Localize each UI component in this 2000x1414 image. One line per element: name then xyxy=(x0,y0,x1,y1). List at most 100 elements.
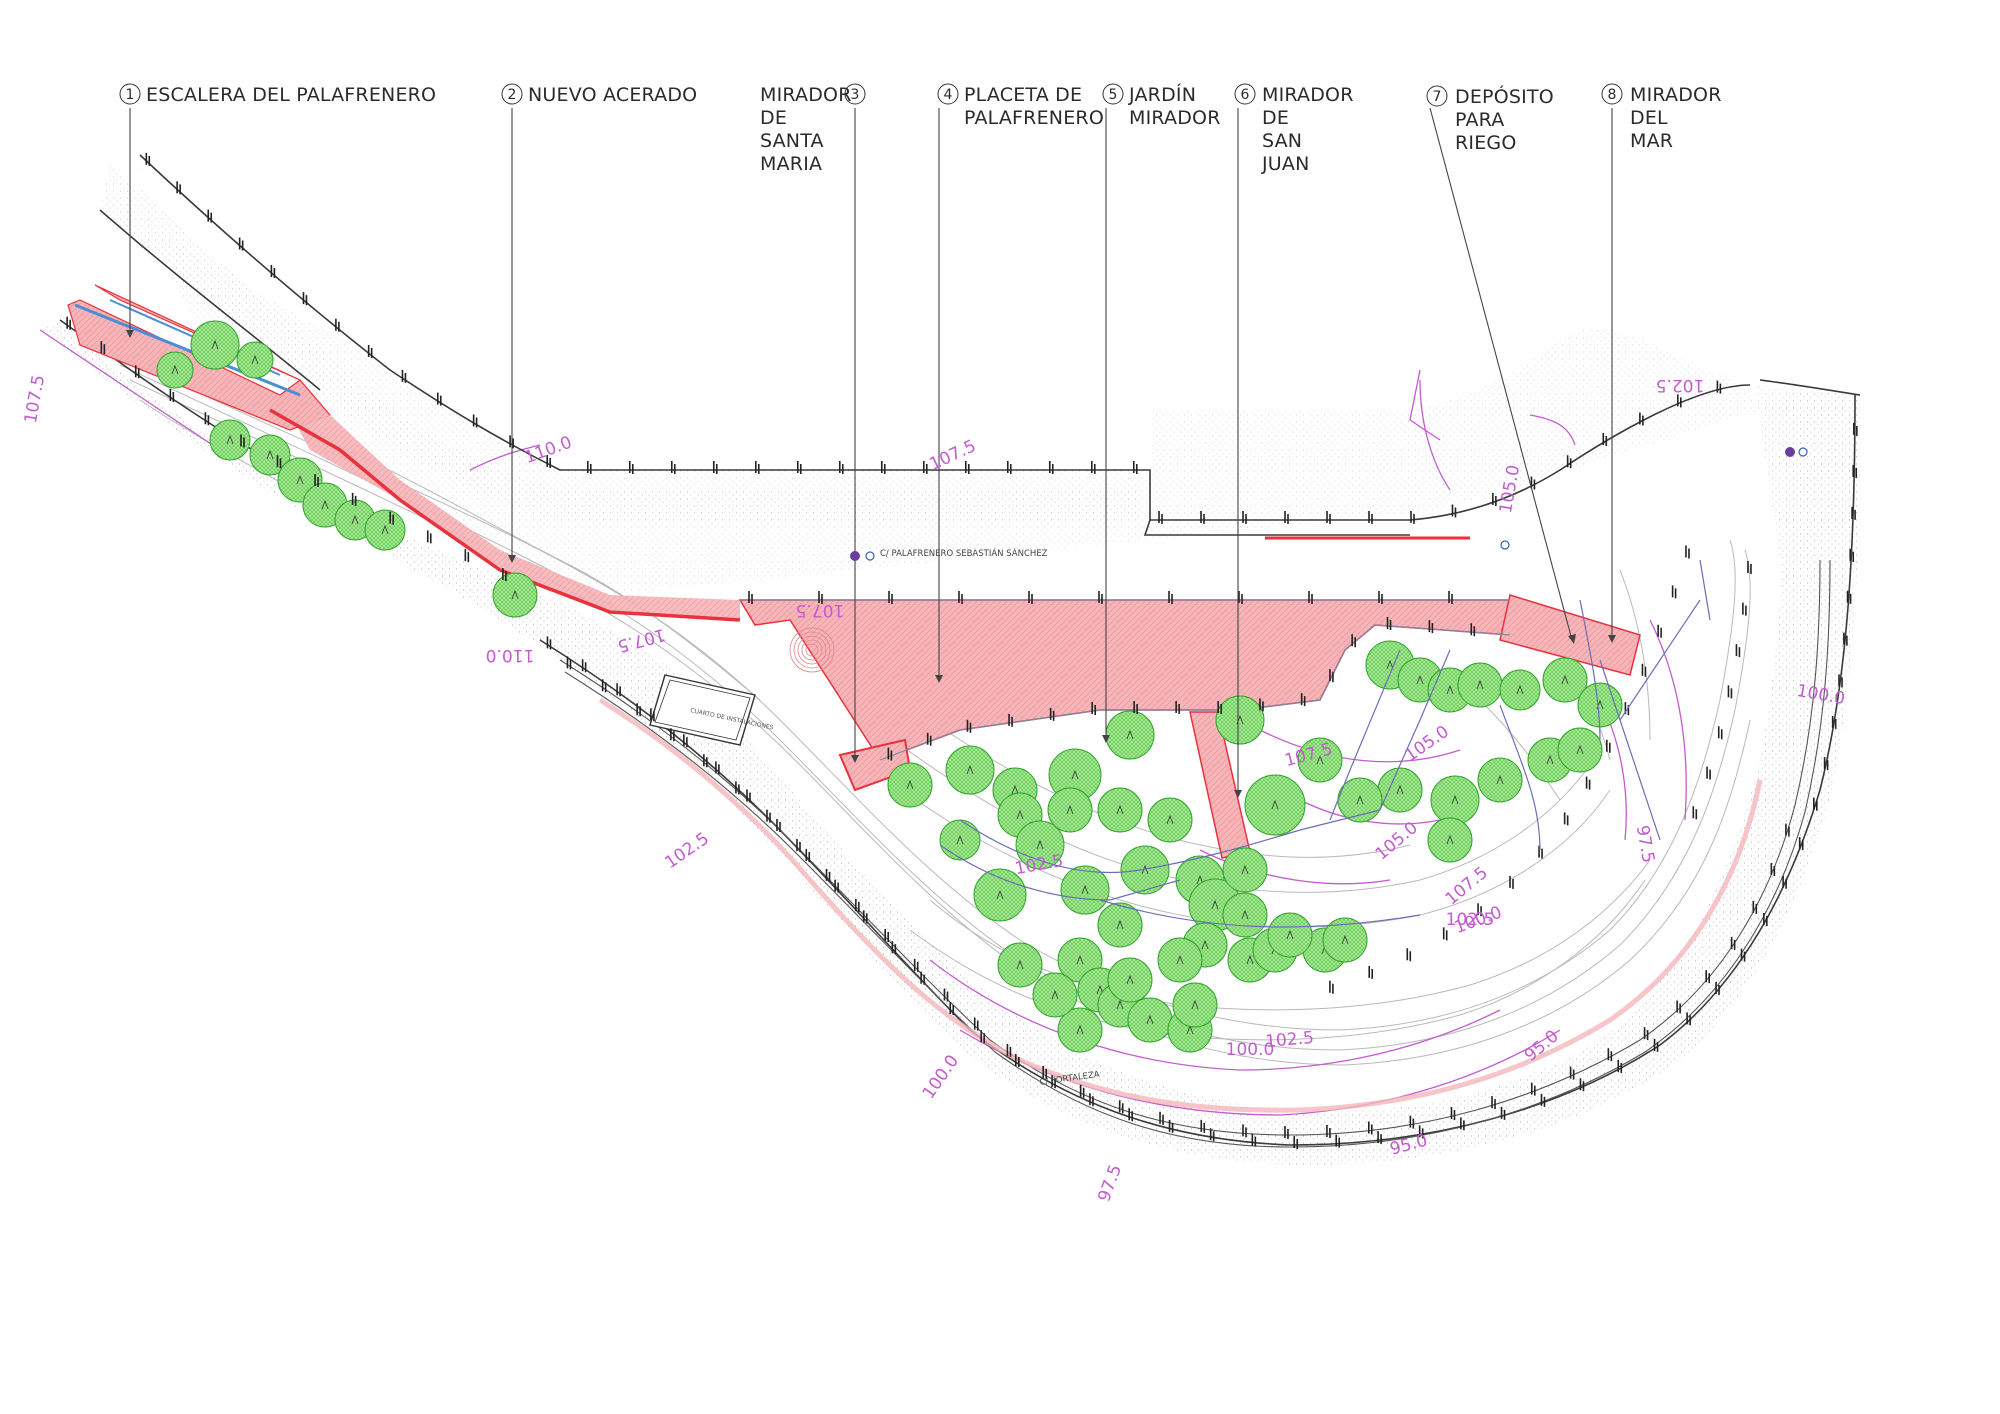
tree-trunk-icon xyxy=(1201,939,1209,950)
handrail-post-icon xyxy=(1378,591,1383,604)
handrail-post-icon xyxy=(1451,504,1457,518)
handrail-post-icon xyxy=(240,434,245,448)
handrail-posts xyxy=(66,152,1858,1149)
handrail-post-icon xyxy=(1846,590,1852,604)
tree-trunk-icon xyxy=(1211,899,1219,910)
handrail-post-icon xyxy=(1442,927,1448,941)
handrail-post-icon xyxy=(1692,806,1698,820)
handrail-post-icon xyxy=(766,809,771,823)
handrail-post-icon xyxy=(1091,701,1097,715)
contour-elevation-label: 102.5 xyxy=(661,829,712,873)
contour-elevation-label: 97.5 xyxy=(1094,1162,1126,1204)
handrail-post-icon xyxy=(145,152,151,166)
handrail-post-icon xyxy=(1284,1125,1289,1139)
installation-room: CUARTO DE INSTALACIONES xyxy=(649,674,774,746)
handrail-post-icon xyxy=(1418,1125,1424,1139)
callout-label: NUEVO ACERADO xyxy=(528,84,697,106)
tree-trunk-icon xyxy=(1116,999,1124,1010)
handrail-post-icon xyxy=(1686,1012,1691,1026)
handrail-post-icon xyxy=(1251,1133,1257,1147)
handrail-post-icon xyxy=(1676,1000,1681,1014)
tree-trunk-icon xyxy=(1576,744,1584,755)
handrail-post-icon xyxy=(1849,548,1855,562)
tree-symbol-icon xyxy=(1060,865,1110,915)
handrail-post-icon xyxy=(1785,823,1790,837)
handrail-post-icon xyxy=(650,708,655,722)
handrail-post-icon xyxy=(66,316,71,330)
handrail-post-icon xyxy=(1671,585,1677,599)
tree-trunk-icon xyxy=(1356,794,1364,805)
tree-trunk-icon xyxy=(1516,684,1524,695)
handrail-post-icon xyxy=(1730,936,1736,950)
handrail-post-icon xyxy=(314,474,319,488)
handrail-post-icon xyxy=(1006,461,1012,474)
handrail-post-icon xyxy=(1657,624,1662,638)
tree-trunk-icon xyxy=(1561,674,1569,685)
handrail-post-icon xyxy=(628,461,634,474)
handrail-post-icon xyxy=(351,492,357,506)
tree-trunk-icon xyxy=(1096,984,1104,995)
callout-circle-icon xyxy=(119,83,141,105)
callout-circle-icon xyxy=(1102,83,1124,105)
trees xyxy=(156,320,1623,1053)
handrail-post-icon xyxy=(670,728,675,742)
tree-trunk-icon xyxy=(1476,679,1484,690)
tree-symbol-icon xyxy=(973,868,1027,922)
tree-symbol-icon xyxy=(1222,892,1268,938)
callout-label: DEPÓSITO xyxy=(1455,84,1554,108)
tree-trunk-icon xyxy=(1246,954,1254,965)
handrail-post-icon xyxy=(1300,693,1306,707)
handrail-post-icon xyxy=(270,264,276,278)
callout-circle-icon xyxy=(937,83,959,105)
callout-circle-icon xyxy=(844,83,866,105)
tree-symbol-icon xyxy=(1244,774,1306,836)
handrail-post-icon xyxy=(276,455,282,469)
handrail-post-icon xyxy=(958,591,963,604)
handrail-post-icon xyxy=(1742,602,1747,616)
tree-trunk-icon xyxy=(1036,839,1044,850)
callout-4: 4 PLACETA DE PALAFRENERO xyxy=(937,83,1104,129)
tree-trunk-icon xyxy=(1071,769,1079,780)
contour-elevation-label: 107.5 xyxy=(615,624,667,656)
callout-number: 6 xyxy=(1241,87,1250,103)
handrail-post-icon xyxy=(1641,663,1647,677)
callout-number: 2 xyxy=(508,87,517,103)
tree-trunk-icon xyxy=(1141,864,1149,875)
tree-symbol-icon xyxy=(887,762,933,808)
handrail-post-icon xyxy=(1538,845,1543,859)
handrail-post-icon xyxy=(1715,981,1720,995)
handrail-post-icon xyxy=(1042,1065,1047,1079)
handrail-post-icon xyxy=(1717,726,1723,740)
accessibility-icons xyxy=(850,447,1808,561)
callout-circle-icon xyxy=(1234,83,1256,105)
handrail-post-icon xyxy=(926,732,932,746)
info-icon xyxy=(1500,540,1510,550)
handrail-post-icon xyxy=(1831,715,1837,729)
tree-symbol-icon xyxy=(209,419,251,461)
handrail-post-icon xyxy=(1838,674,1843,688)
handrail-post-icon xyxy=(509,435,514,449)
handrail-post-icon xyxy=(1813,797,1818,811)
handrail-post-icon xyxy=(1351,634,1356,648)
handrail-post-icon xyxy=(581,659,587,673)
handrail-post-icon xyxy=(1329,980,1334,994)
handrail-post-icon xyxy=(796,839,801,853)
handrail-post-icon xyxy=(776,819,781,833)
callout-number: 7 xyxy=(1433,89,1442,105)
handrail-post-icon xyxy=(884,928,889,942)
handrail-post-icon xyxy=(880,461,886,474)
callout-circle-icon xyxy=(1601,83,1623,105)
handrail-post-icon xyxy=(1326,511,1331,524)
tree-symbol-icon xyxy=(1057,1007,1103,1053)
handrail-post-icon xyxy=(1853,422,1858,436)
tree-symbol-icon xyxy=(1322,917,1368,963)
handrail-post-icon xyxy=(1118,1100,1124,1114)
handrail-post-icon xyxy=(1752,900,1758,914)
handrail-post-icon xyxy=(1168,591,1173,604)
callout-number: 8 xyxy=(1608,87,1617,103)
tree-trunk-icon xyxy=(1126,729,1134,740)
handrail-post-icon xyxy=(862,910,868,924)
handrail-post-icon xyxy=(1676,394,1682,408)
handrail-post-icon xyxy=(1460,1117,1465,1131)
handrail-post-icon xyxy=(207,209,213,223)
